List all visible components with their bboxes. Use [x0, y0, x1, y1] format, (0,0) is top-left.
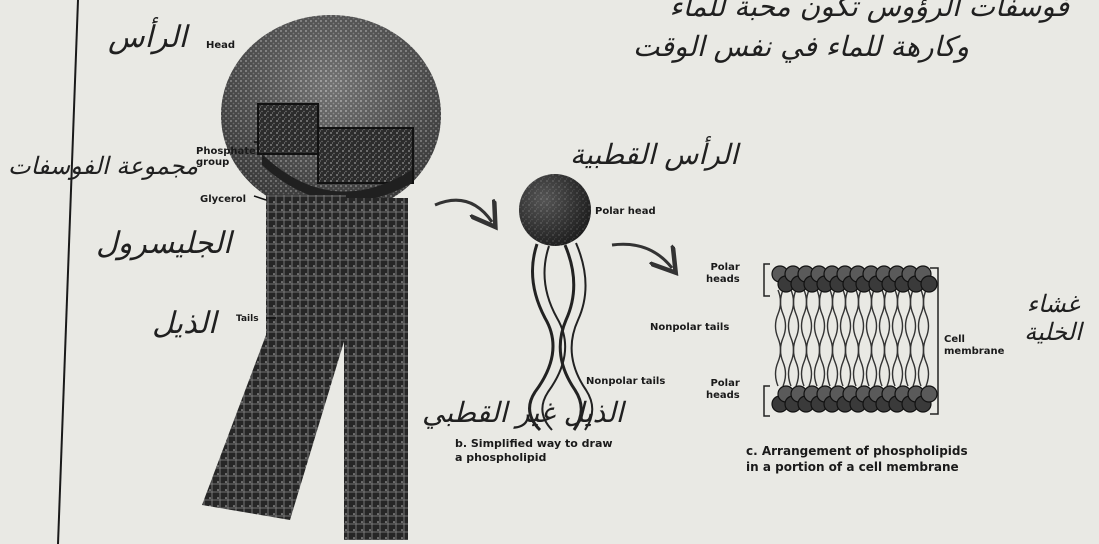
membrane-tail — [794, 290, 799, 338]
membrane-tail — [893, 290, 898, 338]
margin-line — [58, 0, 78, 544]
polar-heads-top-bracket — [764, 264, 770, 296]
label-nonpolar-tails-mid: Nonpolar tails — [650, 322, 729, 333]
membrane-tail — [841, 338, 846, 386]
hw-head: الرأس — [108, 20, 187, 55]
membrane-tail — [885, 338, 890, 386]
hw-nonpolar-tail: الذيل غير القطبي — [422, 396, 624, 429]
membrane-tail — [854, 290, 859, 338]
membrane-tail — [898, 290, 903, 338]
membrane-tail — [911, 290, 916, 338]
hw-glycerol: الجليسرول — [96, 226, 231, 261]
membrane-tail — [833, 338, 838, 386]
membrane-tail — [841, 290, 846, 338]
membrane-tail — [828, 290, 833, 338]
membrane-tail — [828, 338, 833, 386]
glycerol-box — [318, 128, 413, 183]
label-polar-heads-top: Polar heads — [706, 262, 740, 286]
membrane-tail — [815, 290, 820, 338]
membrane-tail — [906, 338, 911, 386]
membrane-tail — [859, 290, 864, 338]
membrane-tail — [911, 338, 916, 386]
label-polar-heads-bottom: Polar heads — [706, 378, 740, 402]
membrane-tail — [867, 290, 872, 338]
label-polar-head: Polar head — [595, 206, 656, 217]
membrane-tail — [919, 290, 924, 338]
arrow-1 — [435, 200, 492, 222]
membrane-tail — [846, 290, 851, 338]
label-tails: Tails — [236, 314, 259, 324]
membrane-tail — [807, 290, 812, 338]
hw-top-line1: فوسفات الرؤوس تكون محبة للماء — [670, 0, 1069, 23]
membrane-tail — [906, 290, 911, 338]
tail-left-lower — [202, 335, 346, 520]
simplified-phospholipid — [519, 174, 592, 430]
membrane-tail — [807, 338, 812, 386]
tail-right — [344, 198, 408, 540]
tail-left-upper — [266, 195, 346, 335]
hw-tails: الذيل — [152, 306, 216, 341]
hw-top-line2: وكارهة للماء في نفس الوقت — [633, 30, 969, 63]
membrane-tail — [880, 290, 885, 338]
arrow-2 — [612, 244, 672, 268]
membrane-tail — [776, 338, 781, 386]
membrane-tail — [820, 290, 825, 338]
label-phosphate-group: Phosphate group — [196, 146, 256, 168]
membrane-tail — [789, 290, 794, 338]
label-cell-membrane: Cell membrane — [944, 334, 1004, 358]
membrane-tail — [781, 338, 786, 386]
caption-c: c. Arrangement of phospholipids in a por… — [746, 443, 968, 475]
membrane-head — [921, 276, 937, 292]
membrane-tail — [815, 338, 820, 386]
membrane-tail — [919, 338, 924, 386]
membrane-tail — [789, 338, 794, 386]
membrane-tail — [781, 290, 786, 338]
big-phospholipid — [202, 15, 441, 540]
polar-heads-bottom-bracket — [764, 386, 770, 416]
membrane-tail — [872, 338, 877, 386]
membrane-tail — [893, 338, 898, 386]
label-head: Head — [206, 40, 235, 51]
membrane-tail — [859, 338, 864, 386]
hw-polar-head: الرأس القطبية — [570, 138, 738, 171]
label-nonpolar-tails: Nonpolar tails — [586, 376, 665, 387]
membrane-tail — [776, 290, 781, 338]
membrane-tail — [794, 338, 799, 386]
caption-b: b. Simplified way to draw a phospholipid — [455, 437, 613, 465]
hw-membrane: غشاء الخلية — [1010, 290, 1096, 346]
membrane-tail — [924, 338, 929, 386]
membrane-tail — [802, 290, 807, 338]
membrane-tail — [802, 338, 807, 386]
membrane-tail — [880, 338, 885, 386]
membrane-tail — [898, 338, 903, 386]
membrane-tail — [854, 338, 859, 386]
label-glycerol: Glycerol — [200, 194, 246, 205]
membrane-tail — [885, 290, 890, 338]
membrane-tail — [833, 290, 838, 338]
membrane-tail — [924, 290, 929, 338]
membrane-tail — [872, 290, 877, 338]
membrane-head — [921, 386, 937, 402]
membrane-bilayer — [772, 266, 937, 412]
membrane-tail — [846, 338, 851, 386]
membrane-tail — [820, 338, 825, 386]
phosphate-box — [258, 104, 318, 154]
hw-phosphate: مجموعة الفوسفات — [8, 152, 198, 180]
membrane-tail — [867, 338, 872, 386]
